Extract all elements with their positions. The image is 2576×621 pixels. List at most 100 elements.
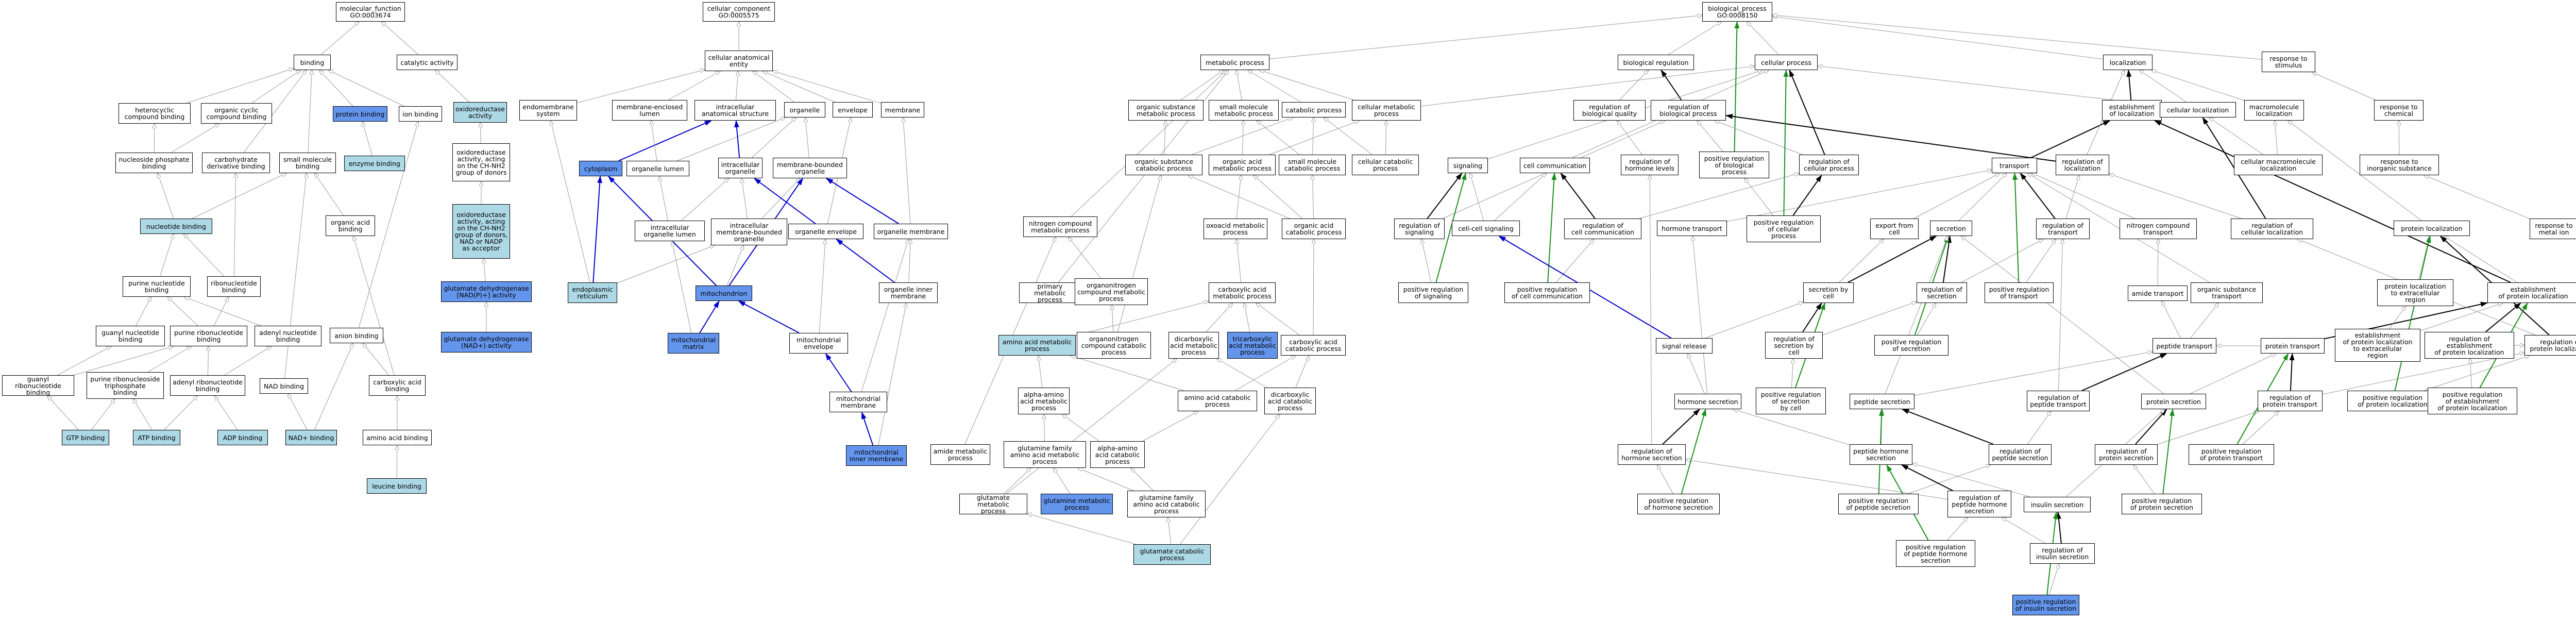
node-organic-acid-binding[interactable]: organic acid binding	[326, 215, 375, 236]
node-nitrogen-compound-transport[interactable]: nitrogen compound transport	[2120, 219, 2197, 239]
node-glutamate-catabolic-process[interactable]: glutamate catabolic process	[1133, 544, 1211, 565]
node-positive-regulation-of-cellular-process[interactable]: positive regulation of cellular process	[1747, 215, 1821, 242]
node-tricarboxylic-acid-metabolic-process[interactable]: tricarboxylic acid metabolic process	[1227, 332, 1278, 359]
node-biological-process[interactable]: biological_process GO:0008150	[1702, 2, 1772, 22]
node-regulation-of-hormone-secretion[interactable]: regulation of hormone secretion	[1618, 444, 1686, 465]
node-establishment-of-protein-localization[interactable]: establishment of protein localization	[2487, 282, 2576, 303]
node-regulation-of-cell-communication[interactable]: regulation of cell communication	[1564, 219, 1641, 239]
node-regulation-of-biological-quality[interactable]: regulation of biological quality	[1573, 100, 1646, 121]
node-transport[interactable]: transport	[1992, 158, 2037, 173]
node-ribonucleotide-binding[interactable]: ribonucleotide binding	[207, 276, 261, 297]
node-regulation-of-secretion[interactable]: regulation of secretion	[1917, 282, 1967, 303]
node-organelle-lumen[interactable]: organelle lumen	[626, 161, 689, 176]
node-glutamate-dehydrogenase-nadp[interactable]: glutamate dehydrogenase [NAD(P)+] activi…	[441, 281, 532, 302]
node-positive-regulation-of-signaling[interactable]: positive regulation of signaling	[1398, 282, 1468, 303]
node-intracellular-membrane-bounded-organelle[interactable]: intracellular membrane-bounded organelle	[711, 219, 787, 245]
node-organelle-membrane[interactable]: organelle membrane	[874, 224, 948, 239]
node-oxidoreductase-ch-nh2[interactable]: oxidoreductase activity, acting on the C…	[452, 143, 510, 181]
node-organonitrogen-compound-catabolic-process[interactable]: organonitrogen compound catabolic proces…	[1077, 332, 1151, 359]
node-nad-plus-binding[interactable]: NAD+ binding	[285, 430, 337, 445]
node-glutamine-family-amino-acid-catabolic-process[interactable]: glutamine family amino acid catabolic pr…	[1127, 491, 1206, 517]
node-glutamate-metabolic-process[interactable]: glutamate metabolic process	[959, 494, 1027, 514]
node-mitochondrial-matrix[interactable]: mitochondrial matrix	[668, 333, 719, 354]
node-response-to-chemical[interactable]: response to chemical	[2374, 100, 2424, 121]
node-dicarboxylic-acid-catabolic-process[interactable]: dicarboxylic acid catabolic process	[1264, 388, 1316, 414]
node-peptide-hormone-secretion[interactable]: peptide hormone secretion	[1850, 444, 1912, 465]
node-response-to-metal-ion[interactable]: response to metal ion	[2530, 219, 2576, 239]
node-peptide-transport[interactable]: peptide transport	[2153, 338, 2216, 354]
node-cellular-catabolic-process[interactable]: cellular catabolic process	[1352, 155, 1419, 175]
node-cell-communication[interactable]: cell communication	[1520, 158, 1590, 173]
node-oxidoreductase-activity[interactable]: oxidoreductase activity	[453, 102, 507, 123]
node-regulation-of-signaling[interactable]: regulation of signaling	[1394, 219, 1445, 239]
node-hormone-transport[interactable]: hormone transport	[1657, 221, 1727, 236]
node-alpha-amino-acid-catabolic-process[interactable]: alpha-amino acid catabolic process	[1090, 441, 1145, 468]
node-small-molecule-metabolic-process[interactable]: small molecule metabolic process	[1209, 100, 1279, 121]
node-organelle-envelope[interactable]: organelle envelope	[788, 224, 863, 239]
node-positive-regulation-of-protein-secretion[interactable]: positive regulation of protein secretion	[2122, 494, 2202, 514]
node-intracellular-organelle-lumen[interactable]: intracellular organelle lumen	[635, 221, 705, 241]
node-envelope[interactable]: envelope	[833, 102, 873, 118]
node-response-to-stimulus[interactable]: response to stimulus	[2262, 52, 2315, 72]
node-macromolecule-localization[interactable]: macromolecule localization	[2244, 100, 2304, 121]
node-regulation-of-cellular-localization[interactable]: regulation of cellular localization	[2231, 219, 2313, 239]
node-anion-binding[interactable]: anion binding	[330, 328, 383, 343]
node-small-molecule-catabolic-process[interactable]: small molecule catabolic process	[1279, 155, 1346, 175]
node-dicarboxylic-acid-metabolic-process[interactable]: dicarboxylic acid metabolic process	[1168, 332, 1219, 359]
node-nucleotide-binding[interactable]: nucleotide binding	[140, 219, 212, 234]
node-heterocyclic-compound-binding[interactable]: heterocyclic compound binding	[118, 103, 191, 124]
node-gtp-binding[interactable]: GTP binding	[62, 430, 109, 445]
node-ion-binding[interactable]: ion binding	[399, 106, 442, 122]
node-guanyl-nucleotide-binding[interactable]: guanyl nucleotide binding	[96, 326, 165, 346]
node-positive-regulation-of-secretion[interactable]: positive regulation of secretion	[1874, 335, 1948, 356]
node-membrane-enclosed-lumen[interactable]: membrane-enclosed lumen	[612, 100, 687, 121]
node-mitochondrial-envelope[interactable]: mitochondrial envelope	[789, 333, 848, 354]
node-insulin-secretion[interactable]: insulin secretion	[2024, 497, 2091, 512]
node-small-molecule-binding[interactable]: small molecule binding	[279, 153, 336, 173]
node-glutamine-family-amino-acid-metabolic-process[interactable]: glutamine family amino acid metabolic pr…	[1004, 441, 1086, 468]
node-organic-substance-metabolic-process[interactable]: organic substance metabolic process	[1128, 100, 1204, 121]
node-organic-substance-catabolic-process[interactable]: organic substance catabolic process	[1125, 155, 1202, 175]
node-intracellular-organelle[interactable]: intracellular organelle	[718, 158, 762, 178]
node-establishment-of-protein-localization-to-extracellular-region[interactable]: establishment of protein localization to…	[2335, 329, 2420, 362]
node-cellular-process[interactable]: cellular process	[1755, 55, 1818, 70]
node-adenyl-ribonucleotide-binding[interactable]: adenyl ribonucleotide binding	[170, 375, 245, 396]
node-cellular-macromolecule-localization[interactable]: cellular macromolecule localization	[2234, 155, 2323, 175]
node-organic-acid-metabolic-process[interactable]: organic acid metabolic process	[1209, 155, 1276, 175]
node-carboxylic-acid-catabolic-process[interactable]: carboxylic acid catabolic process	[1281, 335, 1346, 356]
node-positive-regulation-of-hormone-secretion[interactable]: positive regulation of hormone secretion	[1637, 494, 1720, 514]
node-purine-ribonucleoside-triphosphate-binding[interactable]: purine ribonucleoside triphosphate bindi…	[87, 372, 164, 399]
node-cellular-metabolic-process[interactable]: cellular metabolic process	[1352, 100, 1421, 121]
node-adp-binding[interactable]: ADP binding	[217, 430, 268, 445]
node-regulation-of-protein-secretion[interactable]: regulation of protein secretion	[2095, 444, 2158, 465]
node-regulation-of-protein-transport[interactable]: regulation of protein transport	[2258, 391, 2323, 411]
node-regulation-of-transport[interactable]: regulation of transport	[2036, 219, 2090, 239]
node-positive-regulation-of-insulin-secretion[interactable]: positive regulation of insulin secretion	[2012, 595, 2079, 615]
node-positive-regulation-of-biological-process[interactable]: positive regulation of biological proces…	[1699, 152, 1769, 178]
node-amide-metabolic-process[interactable]: amide metabolic process	[930, 444, 990, 465]
node-positive-regulation-of-protein-localization[interactable]: positive regulation of protein localizat…	[2347, 391, 2438, 411]
node-positive-regulation-of-peptide-secretion[interactable]: positive regulation of peptide secretion	[1838, 494, 1919, 514]
node-regulation-of-localization[interactable]: regulation of localization	[2056, 155, 2109, 175]
node-signaling[interactable]: signaling	[1448, 158, 1488, 173]
node-adenyl-nucleotide-binding[interactable]: adenyl nucleotide binding	[255, 326, 321, 346]
node-regulation-of-biological-process[interactable]: regulation of biological process	[1651, 100, 1726, 121]
node-secretion[interactable]: secretion	[1930, 221, 1972, 236]
node-protein-transport[interactable]: protein transport	[2261, 338, 2325, 354]
node-regulation-of-hormone-levels[interactable]: regulation of hormone levels	[1621, 155, 1679, 175]
node-amino-acid-metabolic-process[interactable]: amino acid metabolic process	[998, 335, 1076, 356]
node-protein-localization[interactable]: protein localization	[2394, 221, 2470, 236]
node-mitochondrion[interactable]: mitochondrion	[696, 286, 752, 301]
node-guanyl-ribonucleotide-binding[interactable]: guanyl ribonucleotide binding	[2, 375, 74, 396]
node-positive-regulation-of-transport[interactable]: positive regulation of transport	[1985, 282, 2054, 303]
node-regulation-of-cellular-process[interactable]: regulation of cellular process	[1799, 155, 1859, 175]
node-organonitrogen-compound-metabolic-process[interactable]: organonitrogen compound metabolic proces…	[1075, 278, 1148, 305]
node-regulation-of-peptide-hormone-secretion[interactable]: regulation of peptide hormone secretion	[1947, 491, 2011, 517]
node-enzyme-binding[interactable]: enzyme binding	[344, 156, 405, 171]
node-molecular-function[interactable]: molecular_function GO:0003674	[336, 2, 405, 22]
node-purine-nucleotide-binding[interactable]: purine nucleotide binding	[123, 276, 191, 297]
node-catalytic-activity[interactable]: catalytic activity	[397, 55, 457, 70]
node-protein-secretion[interactable]: protein secretion	[2141, 394, 2206, 409]
node-glutamate-dehydrogenase-nad[interactable]: glutamate dehydrogenase (NAD+) activity	[441, 332, 532, 353]
node-primary-metabolic-process[interactable]: primary metabolic process	[1019, 282, 1081, 303]
